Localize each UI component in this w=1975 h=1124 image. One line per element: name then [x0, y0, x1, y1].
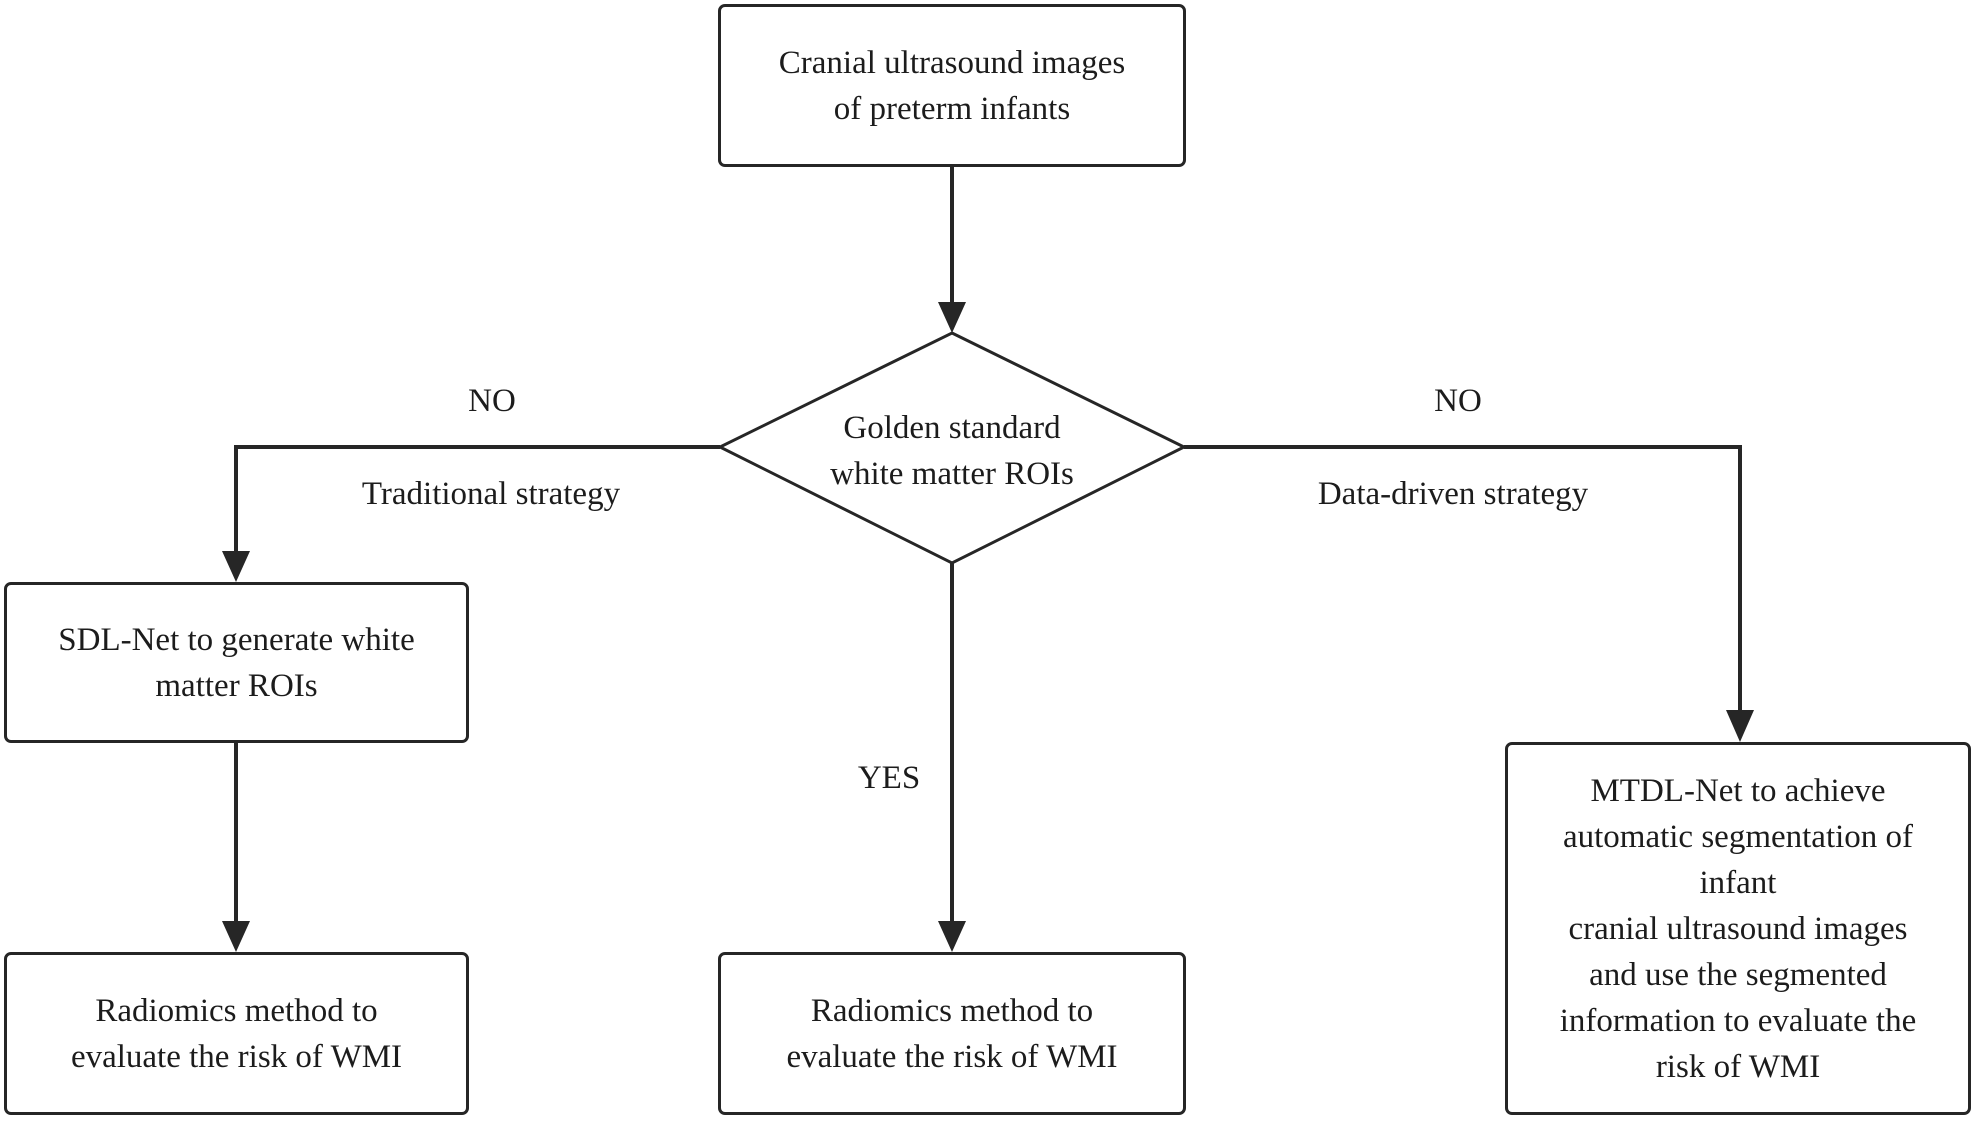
- decision-label: Golden standard white matter ROIs: [720, 405, 1184, 497]
- node-text-line: MTDL-Net to achieve: [1590, 772, 1886, 809]
- node-text-line: infant: [1699, 864, 1777, 901]
- edge-decision-to-mtdl: [1184, 445, 1742, 715]
- node-text-line: of preterm infants: [833, 90, 1071, 127]
- node-text-line: matter ROIs: [155, 667, 318, 704]
- node-text-line: risk of WMI: [1655, 1048, 1821, 1085]
- edge-label-traditional-strategy: Traditional strategy: [361, 476, 621, 512]
- edge-decision-to-sdl: [234, 445, 720, 556]
- node-text-line: SDL-Net to generate white: [58, 621, 415, 658]
- node-text-line: information to evaluate the: [1559, 1002, 1917, 1039]
- node-mtdl-net: MTDL-Net to achieve automatic segmentati…: [1505, 742, 1971, 1115]
- edge-label-yes: YES: [857, 760, 921, 796]
- node-cranial-ultrasound: Cranial ultrasound images of preterm inf…: [718, 4, 1186, 167]
- edge-label-data-driven-strategy: Data-driven strategy: [1317, 476, 1589, 512]
- node-text-line: cranial ultrasound images: [1568, 910, 1908, 947]
- arrowhead-sdl-to-radiomics-left: [222, 921, 250, 952]
- arrowhead-decision-to-sdl: [222, 551, 250, 582]
- node-text-line: Radiomics method to: [95, 992, 378, 1029]
- node-sdl-net: SDL-Net to generate white matter ROIs: [4, 582, 469, 743]
- node-radiomics-center: Radiomics method to evaluate the risk of…: [718, 952, 1186, 1115]
- arrowhead-decision-to-radiomics-center: [938, 921, 966, 952]
- node-text-line: evaluate the risk of WMI: [786, 1038, 1118, 1075]
- edge-label-right-no: NO: [1434, 383, 1482, 419]
- edge-label-left-no: NO: [468, 383, 516, 419]
- arrowhead-decision-to-mtdl: [1726, 710, 1754, 742]
- node-text-line: evaluate the risk of WMI: [70, 1038, 403, 1075]
- decision-text-line: Golden standard: [843, 410, 1061, 446]
- node-text-line: Radiomics method to: [810, 992, 1094, 1029]
- node-radiomics-left: Radiomics method to evaluate the risk of…: [4, 952, 469, 1115]
- node-text-line: Cranial ultrasound images: [778, 44, 1126, 81]
- decision-text-line: white matter ROIs: [830, 456, 1074, 492]
- node-text-line: automatic segmentation of: [1562, 818, 1914, 855]
- node-text-line: and use the segmented: [1589, 956, 1887, 993]
- arrowhead-start-to-decision: [938, 302, 966, 333]
